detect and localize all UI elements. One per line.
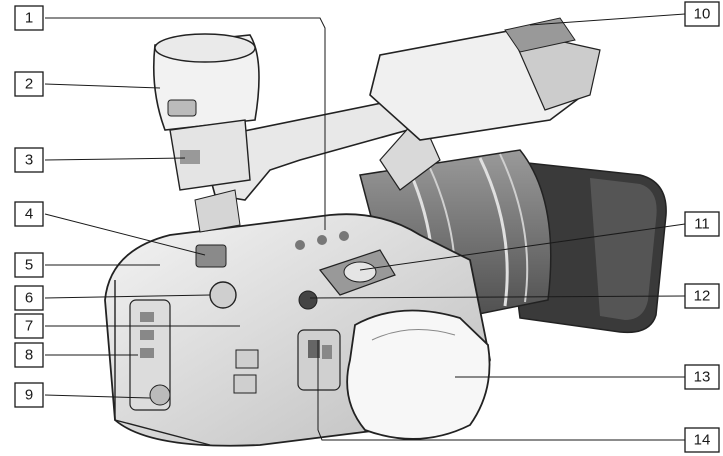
top-button-cluster [295,240,305,250]
callout-4: 4 [14,201,44,227]
callout-7-label: 7 [25,318,33,335]
callout-8: 8 [14,342,44,368]
callout-9-label: 9 [25,387,33,404]
leader-9 [44,394,151,399]
leader-1 [45,17,326,230]
leader-2 [44,83,161,89]
leader-12 [309,295,686,299]
callout-5: 5 [14,252,44,278]
callout-13-label: 13 [694,369,711,386]
callout-11-label: 11 [694,216,710,233]
callout-1: 1 [14,5,44,31]
callout-10: 10 [684,1,720,27]
switch-block [297,329,341,391]
leader-10 [529,13,686,26]
callout-7: 7 [14,313,44,339]
callout-4-label: 4 [25,206,33,223]
callout-13: 13 [684,364,720,390]
callout-3-label: 3 [25,152,33,169]
leader-14 [317,340,685,441]
round-button [209,281,237,309]
callout-10-label: 10 [694,6,711,23]
accessory-shoe [504,17,576,53]
callout-6-label: 6 [25,290,33,307]
record-button [298,290,318,310]
leader-lines [44,13,686,441]
callout-3: 3 [14,147,44,173]
callout-5-label: 5 [25,257,33,274]
callout-14: 14 [684,427,720,453]
callout-14-label: 14 [694,432,711,449]
callout-12-label: 12 [694,288,711,305]
leader-3 [44,157,186,161]
camcorder-illustration [104,17,667,447]
callout-8-label: 8 [25,347,33,364]
callout-9: 9 [14,382,44,408]
callout-1-label: 1 [25,10,33,27]
viewfinder-arm [169,119,251,191]
callout-11: 11 [684,211,720,237]
callout-12: 12 [684,283,720,309]
grip-belt [346,309,491,440]
leader-11 [359,223,686,271]
leader-4 [44,213,206,256]
callout-2: 2 [14,71,44,97]
callout-2-label: 2 [25,76,33,93]
callout-6: 6 [14,285,44,311]
leader-6 [44,294,211,299]
